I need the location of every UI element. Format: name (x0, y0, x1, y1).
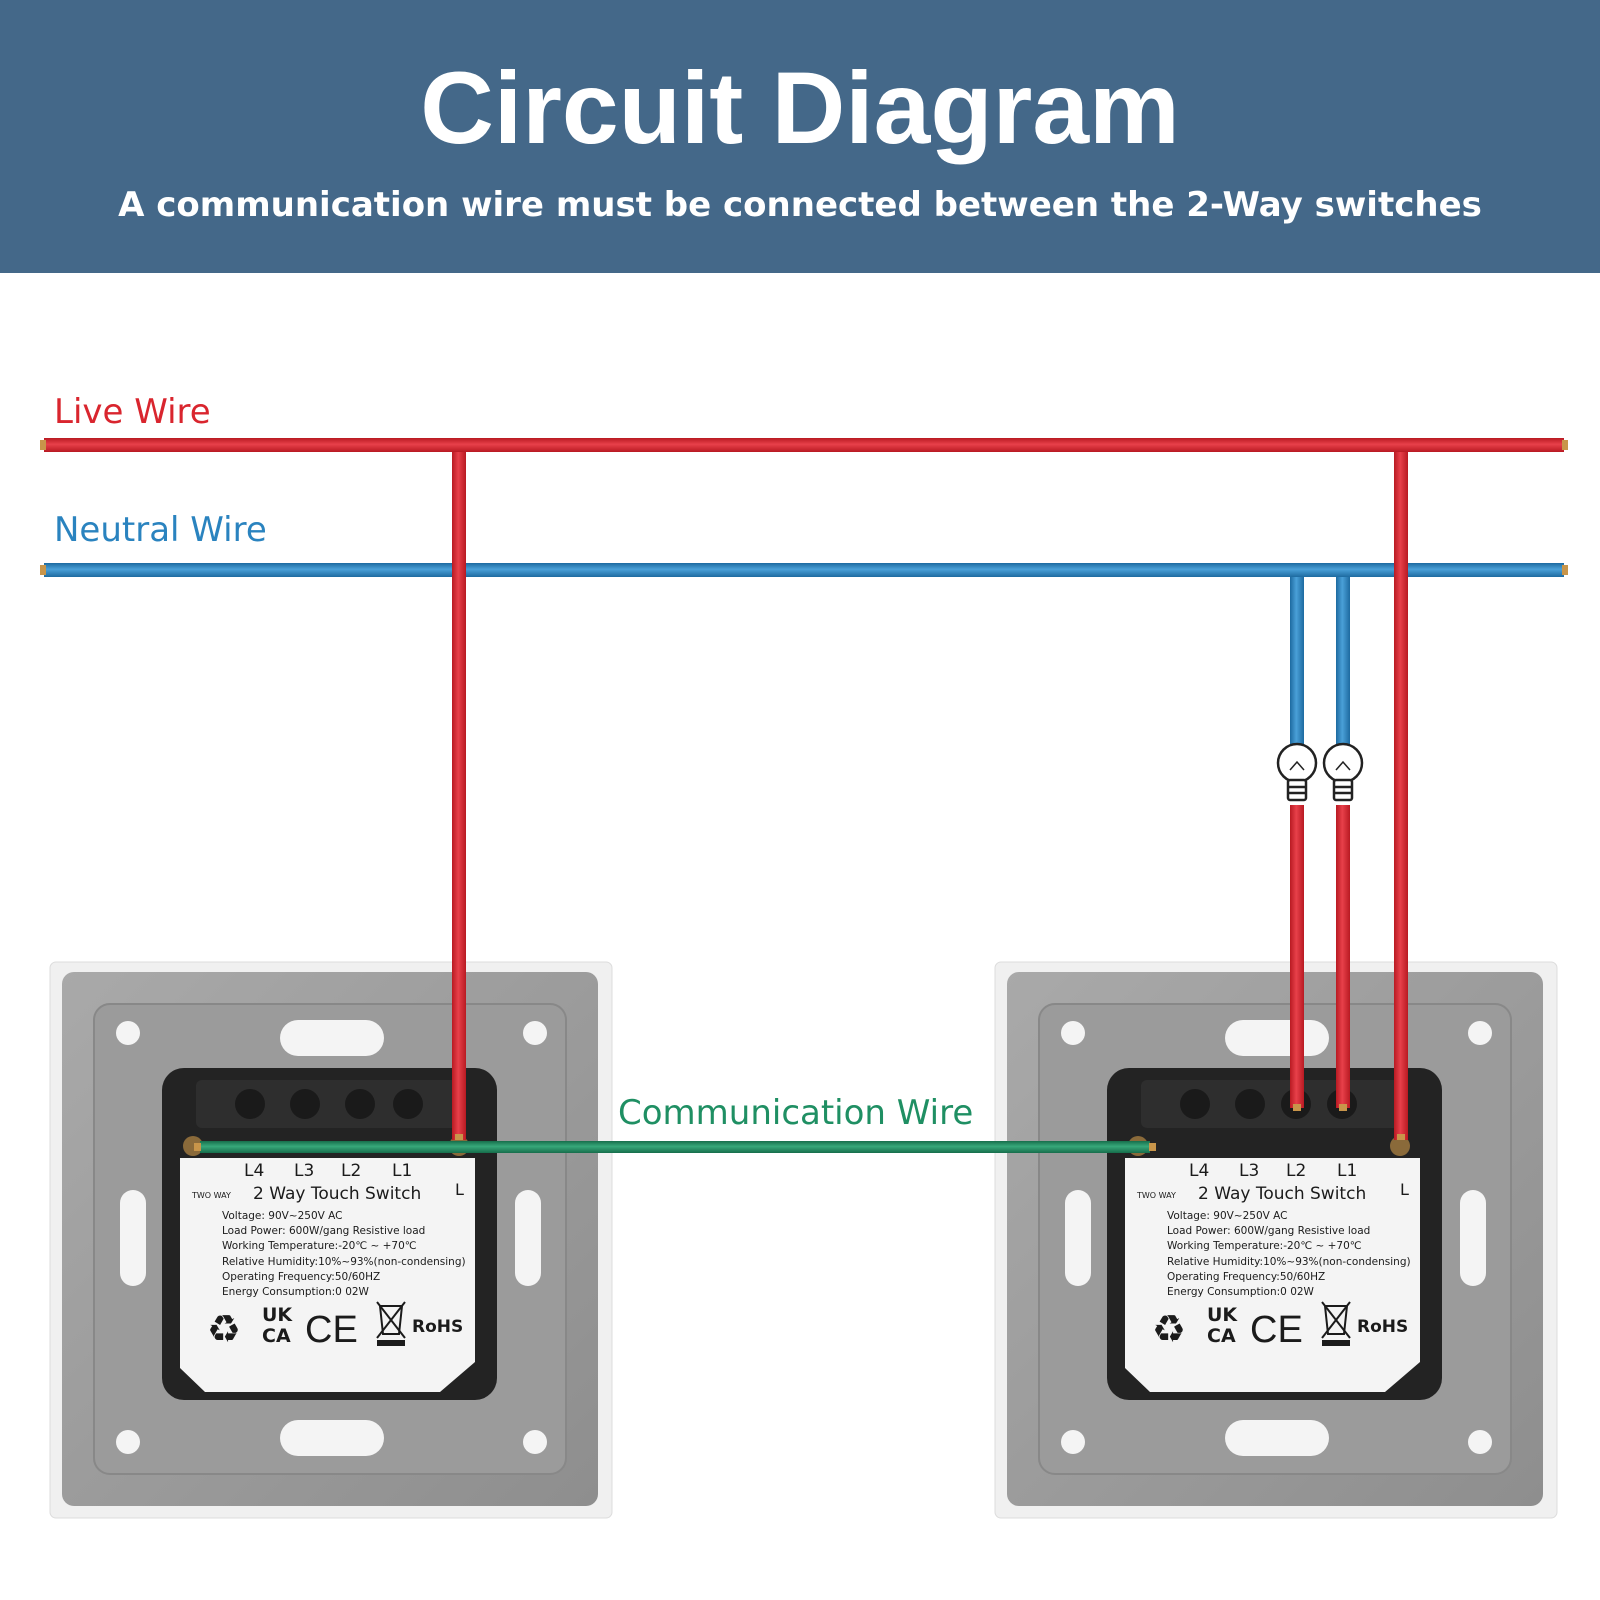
rohs-mark: RoHS (412, 1317, 463, 1337)
screw-hole (1468, 1021, 1492, 1045)
switch-right (994, 961, 1558, 1519)
screw-hole (116, 1021, 140, 1045)
terminal-label: L1 (1337, 1161, 1357, 1181)
lamp-neutral-feeds (1290, 577, 1350, 745)
mount-slot (515, 1190, 541, 1286)
mount-slot (1225, 1020, 1329, 1056)
communication-wire-label: Communication Wire (618, 1093, 974, 1133)
screw-hole (116, 1430, 140, 1454)
product-name: 2 Way Touch Switch (1198, 1184, 1366, 1204)
screw-hole (1468, 1430, 1492, 1454)
brand-tag: TWO WAY (191, 1191, 231, 1200)
mount-slot (1065, 1190, 1091, 1286)
ukca-mark-bottom: CA (1207, 1325, 1236, 1347)
spec-line: Working Temperature:-20℃ ~ +70℃ (222, 1240, 417, 1252)
spec-line: Energy Consumption:0 02W (222, 1286, 370, 1298)
spec-line: Load Power: 600W/gang Resistive load (1167, 1225, 1370, 1237)
mount-slot (1225, 1420, 1329, 1456)
terminal-label: L2 (341, 1161, 361, 1181)
screw-hole (523, 1430, 547, 1454)
ce-mark: CE (305, 1309, 358, 1351)
switch-right-label-text: L4 L3 L2 L1 L TWO WAY 2 Way Touch Switch… (1136, 1161, 1411, 1351)
live-drop-left (452, 452, 466, 1140)
screw-hole (523, 1021, 547, 1045)
mount-slot (280, 1420, 384, 1456)
mount-slot (120, 1190, 146, 1286)
spec-line: Relative Humidity:10%~93%(non-condensing… (222, 1256, 466, 1268)
recycle-icon: ♻ (1152, 1307, 1186, 1351)
spec-line: Relative Humidity:10%~93%(non-condensing… (1167, 1256, 1411, 1268)
neutral-wire-label: Neutral Wire (54, 510, 267, 550)
communication-wire (194, 1141, 1156, 1153)
terminal-label: L1 (392, 1161, 412, 1181)
spec-line: Voltage: 90V~250V AC (222, 1210, 343, 1222)
live-wire (40, 438, 1568, 452)
switch-left-label-text: L4 L3 L2 L1 L TWO WAY 2 Way Touch Switch… (191, 1161, 466, 1351)
lamp-switched-feeds (1290, 805, 1350, 1111)
product-name: 2 Way Touch Switch (253, 1184, 421, 1204)
page-title: Circuit Diagram (420, 51, 1180, 165)
terminal-label: L2 (1286, 1161, 1306, 1181)
terminal-label: L4 (244, 1161, 264, 1181)
terminal-screw (1390, 1136, 1410, 1156)
terminal-label: L (1400, 1180, 1409, 1199)
spec-line: Operating Frequency:50/60HZ (1167, 1271, 1325, 1283)
header-banner: Circuit Diagram A communication wire mus… (0, 0, 1600, 273)
spec-line: Voltage: 90V~250V AC (1167, 1210, 1288, 1222)
recycle-icon: ♻ (207, 1307, 241, 1351)
spec-line: Load Power: 600W/gang Resistive load (222, 1225, 425, 1237)
screw-hole (1061, 1430, 1085, 1454)
weee-bin-icon (1321, 1301, 1351, 1346)
light-bulb-icon (1276, 742, 1318, 802)
terminal-label: L4 (1189, 1161, 1209, 1181)
ukca-mark-bottom: CA (262, 1325, 291, 1347)
light-bulb-icon (1322, 742, 1364, 802)
brand-tag: TWO WAY (1136, 1191, 1176, 1200)
mount-slot (280, 1020, 384, 1056)
terminal-label: L3 (294, 1161, 314, 1181)
rohs-mark: RoHS (1357, 1317, 1408, 1337)
neutral-wire (40, 563, 1568, 577)
live-drop-right (1394, 452, 1408, 1140)
page-subtitle: A communication wire must be connected b… (118, 185, 1482, 225)
spec-line: Energy Consumption:0 02W (1167, 1286, 1315, 1298)
ce-mark: CE (1250, 1309, 1303, 1351)
spec-line: Operating Frequency:50/60HZ (222, 1271, 380, 1283)
mount-slot (1460, 1190, 1486, 1286)
terminal-label: L (455, 1180, 464, 1199)
spec-line: Working Temperature:-20℃ ~ +70℃ (1167, 1240, 1362, 1252)
ukca-mark-top: UK (1207, 1304, 1238, 1326)
ukca-mark-top: UK (262, 1304, 293, 1326)
terminal-label: L3 (1239, 1161, 1259, 1181)
live-wire-label: Live Wire (54, 392, 211, 432)
weee-bin-icon (376, 1301, 406, 1346)
screw-hole (1061, 1021, 1085, 1045)
